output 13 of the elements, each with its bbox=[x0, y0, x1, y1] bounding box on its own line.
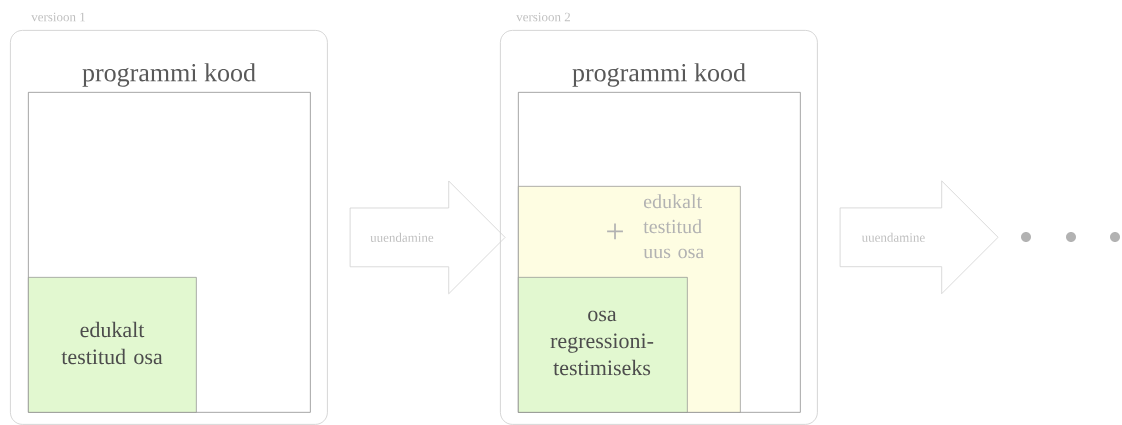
box-text: osa regressioni-testimiseks bbox=[550, 310, 654, 376]
box-text: edukalt testitud osa bbox=[61, 321, 163, 365]
box-text: edukalt testitud uus osa bbox=[643, 194, 704, 259]
box-heading: programmi kood bbox=[572, 63, 746, 87]
box-heading: programmi kood bbox=[82, 63, 256, 87]
edge-label: uuendamine bbox=[860, 231, 927, 243]
version-label: versioon 1 bbox=[31, 12, 85, 22]
version-label: versioon 2 bbox=[516, 12, 570, 22]
ellipsis-dots bbox=[1021, 232, 1120, 242]
plus-sign: + bbox=[607, 223, 623, 240]
block-arrow bbox=[349, 180, 506, 295]
edge-label: uuendamine bbox=[369, 231, 435, 243]
block-arrow bbox=[839, 180, 999, 295]
